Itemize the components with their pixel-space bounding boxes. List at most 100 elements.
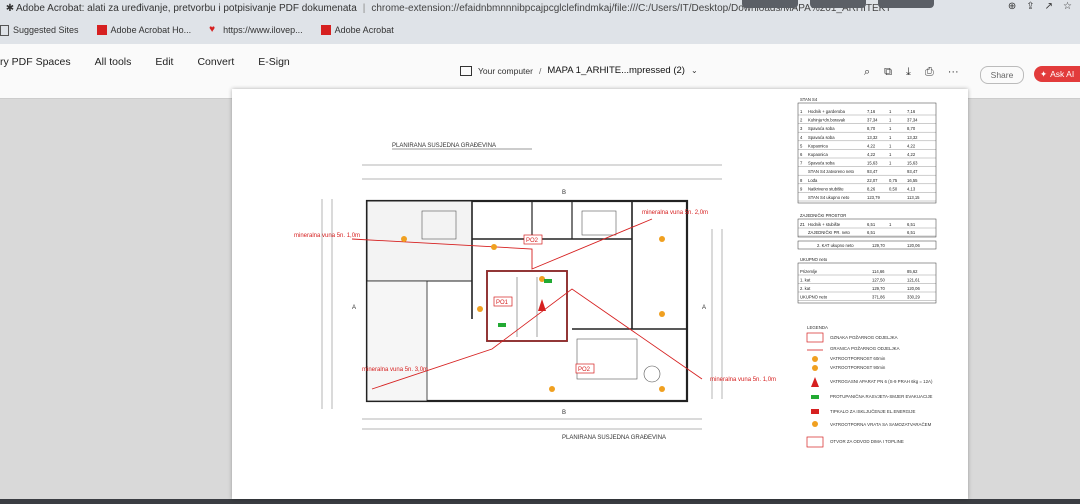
table-cell: 4,22 (907, 143, 916, 148)
bottom-neighbour-label: PLANIRANA SUSJEDNA GRAĐEVINA (562, 435, 666, 441)
legend-item: GRANICA POŽARNOG ODJELJKA (830, 346, 900, 351)
document-viewer[interactable]: PLANIRANA SUSJEDNA GRAĐEVINA PLANIRANA S… (0, 89, 1080, 499)
table-cell: 113,15 (907, 195, 920, 200)
fire-zone-boundary (351, 218, 653, 270)
bookmark-suggested[interactable]: Suggested Sites (0, 24, 79, 36)
acrobat-icon: ✱ (5, 2, 15, 14)
bookmarks-bar: Suggested Sites Adobe Acrobat Ho... ♥ ht… (0, 19, 412, 41)
bed (581, 210, 617, 236)
table-cell: 1 (889, 222, 892, 227)
bookmark-star-icon[interactable]: ☆ (1063, 1, 1072, 12)
fire-door-symbol (539, 276, 545, 282)
table-cell: Z1 (800, 222, 806, 227)
fire-zone-tag-label: PO1 (496, 300, 509, 306)
fire-zone-tag-label: PO2 (578, 367, 591, 373)
table-cell: 2 (800, 118, 803, 123)
table-cell: 2. kat (800, 286, 811, 291)
table-cell: Natkriveno stubište (808, 186, 844, 191)
window-control[interactable] (810, 0, 866, 8)
wall-note: mineralna vuna 5n. 3,0m (362, 367, 428, 373)
section-mark: A (702, 305, 706, 311)
table-cell: 5 (800, 143, 803, 148)
fire-door-symbol (659, 311, 665, 317)
legend-item: PROTUPANIČNA RASVJETA-SMJER EVAKUACIJE (830, 394, 933, 399)
table-cell: 330,29 (907, 295, 920, 300)
print-icon[interactable]: ⎙ (924, 66, 934, 78)
table-title: STAN S4 (800, 97, 818, 102)
table-cell: STAN S4 zatvoreno neto (808, 169, 855, 174)
chevron-down-icon[interactable]: ⌄ (690, 66, 698, 75)
ask-ai-button[interactable]: ✦ Ask AI (1034, 66, 1080, 82)
pdf-page[interactable]: PLANIRANA SUSJEDNA GRAĐEVINA PLANIRANA S… (232, 89, 968, 499)
fire-zone-boundary (371, 288, 703, 390)
computer-icon (460, 65, 472, 76)
fire-extinguisher-symbol (538, 299, 546, 311)
menu-all-tools[interactable]: All tools (94, 56, 132, 68)
table-cell: 1 (889, 109, 892, 114)
ai-sparkle-icon: ✦ (1040, 68, 1048, 79)
download-icon[interactable]: ⤓ (906, 66, 911, 78)
wall-note: mineralna vuna 5n. 2,0m (642, 210, 708, 216)
page-thumbnails-icon[interactable]: ⧉ (884, 66, 893, 78)
fire-door-symbol (549, 386, 555, 392)
menu-pdf-spaces[interactable]: ry PDF Spaces (0, 56, 71, 68)
location-label[interactable]: Your computer (478, 65, 533, 76)
bookmark-acrobat-home[interactable]: Adobe Acrobat Ho... (96, 25, 191, 35)
share-page-icon[interactable]: ↗ (1044, 1, 1054, 12)
table-cell: 7,16 (867, 109, 876, 114)
table-cell: 15,63 (907, 161, 918, 166)
table-cell: 121,61 (907, 278, 920, 283)
legend-swatch (811, 409, 819, 414)
legend-swatch (812, 421, 818, 427)
table-title: ZAJEDNIČKI PROSTOR (800, 213, 846, 218)
floor-plan-drawing: PLANIRANA SUSJEDNA GRAĐEVINA PLANIRANA S… (294, 97, 937, 448)
legend-item: TIPKALO ZA ISKLJUČENJE EL.ENERGIJE (830, 409, 915, 414)
table-cell: 3 (800, 126, 803, 131)
fire-door-symbol (659, 386, 665, 392)
window-control[interactable] (878, 0, 934, 8)
bookmark-ilovepdf[interactable]: ♥ https://www.ilovep... (209, 24, 303, 36)
search-icon[interactable]: ⌕ (864, 66, 871, 78)
fire-zone-tag-label: PO2 (526, 238, 539, 244)
menu-convert[interactable]: Convert (197, 56, 235, 68)
dining-table (643, 365, 661, 383)
address-bar[interactable]: chrome-extension://efaidnbmnnnibpcajpcgl… (371, 2, 892, 14)
bookmark-acrobat[interactable]: Adobe Acrobat (320, 25, 394, 35)
menu-edit[interactable]: Edit (155, 56, 174, 68)
legend: LEGENDA OZNAKA POŽARNOG ODJELJKAGRANICA … (806, 325, 933, 448)
wall-note: mineralna vuna 5n. 1,0m (710, 377, 776, 383)
table-cell: 7,16 (907, 109, 916, 114)
fire-door-symbol (401, 236, 407, 242)
table-cell: 6,51 (867, 222, 876, 227)
table-cell: Spavaća soba (808, 161, 835, 166)
legend-swatch (811, 377, 819, 387)
table-cell: 6 (800, 152, 803, 157)
table-cell: Hodnik + garderoba (808, 109, 846, 114)
legend-swatch (806, 332, 824, 343)
table-cell: 6,51 (867, 230, 876, 235)
title-bar: ✱ Adobe Acrobat: alati za uređivanje, pr… (5, 1, 1072, 14)
zoom-icon[interactable]: ⊕ (1007, 1, 1017, 12)
table-cell: 22,07 (867, 178, 878, 183)
fire-door-symbol (491, 244, 497, 250)
table-cell: 16,55 (907, 178, 918, 183)
legend-item: VATROGASNI APARAT PN 6 (S-9 PRAH 6kg = 1… (830, 379, 933, 384)
menu-esign[interactable]: E-Sign (258, 56, 290, 68)
fire-door-symbol (477, 306, 483, 312)
table-cell: 13,32 (867, 135, 878, 140)
table-cell: 93,47 (867, 169, 878, 174)
table-cell: 15,63 (867, 161, 878, 166)
table-cell: Kupaonica (808, 152, 828, 157)
file-name[interactable]: MAPA 1_ARHITE...mpressed (2) (547, 65, 685, 76)
more-icon[interactable]: ··· (947, 66, 959, 78)
table-cell: 37,34 (907, 118, 918, 123)
browser-chrome: ✱ Adobe Acrobat: alati za uređivanje, pr… (0, 0, 1080, 44)
share-button[interactable]: Share (980, 66, 1024, 84)
floor-total-label: 2. KAT ukupno neto (817, 243, 854, 248)
window-control[interactable] (742, 0, 798, 8)
table-cell: 1. kat (800, 278, 811, 283)
legend-item: OZNAKA POŽARNOG ODJELJKA (830, 335, 898, 340)
extension-icon[interactable]: ⇪ (1026, 1, 1035, 12)
